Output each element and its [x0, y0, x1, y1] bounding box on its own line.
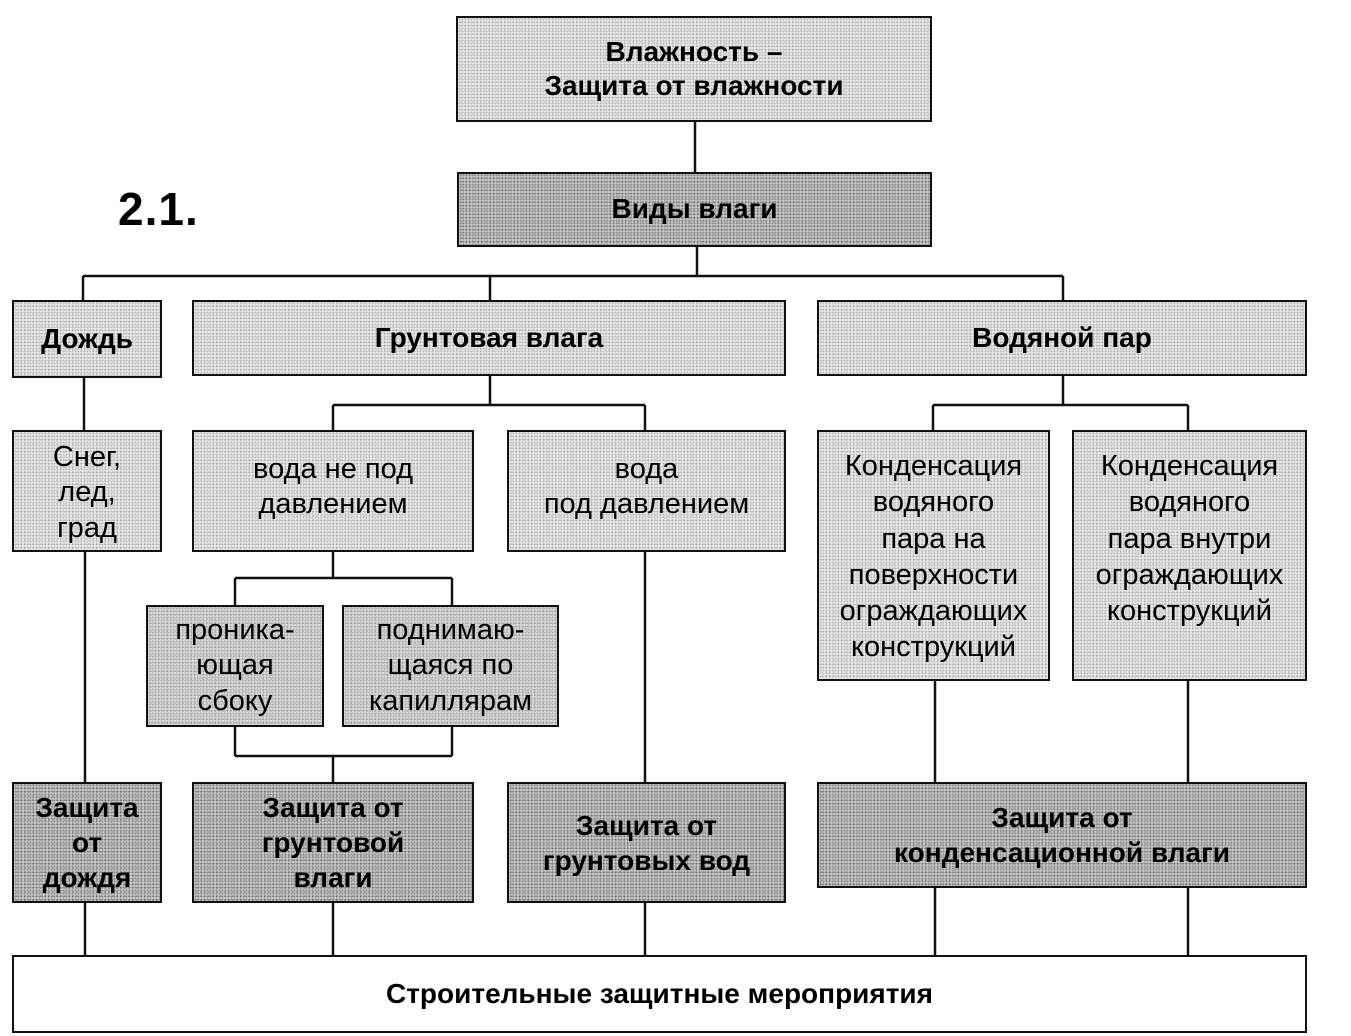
- node-snow-ice-hail: Снег, лед, град: [12, 430, 162, 552]
- node-water-no-pressure: вода не под давлением: [192, 430, 474, 552]
- node-ground-moisture-protection: Защита от грунтовой влаги: [192, 782, 474, 903]
- figure-number: 2.1.: [118, 183, 199, 235]
- node-ground-moisture: Грунтовая влага: [192, 300, 786, 376]
- node-water-vapor: Водяной пар: [817, 300, 1307, 376]
- node-condensation-protection: Защита от конденсационной влаги: [817, 782, 1307, 888]
- node-condensation-surface: Конденсация водяного пара на поверхности…: [817, 430, 1050, 681]
- node-penetrating-side: проника- ющая сбоку: [146, 605, 324, 727]
- node-rising-capillary: поднимаю- щаяся по капиллярам: [342, 605, 559, 727]
- node-moisture-types: Виды влаги: [457, 172, 932, 247]
- node-moisture-protection: Влажность – Защита от влажности: [456, 16, 932, 122]
- node-building-protective-measures: Строительные защитные мероприятия: [12, 955, 1307, 1033]
- node-groundwater-protection: Защита от грунтовых вод: [507, 782, 786, 903]
- node-rain: Дождь: [12, 300, 162, 378]
- node-condensation-inside: Конденсация водяного пара внутри огражда…: [1072, 430, 1307, 681]
- node-rain-protection: Защита от дождя: [12, 782, 162, 903]
- node-water-under-pressure: вода под давлением: [507, 430, 786, 552]
